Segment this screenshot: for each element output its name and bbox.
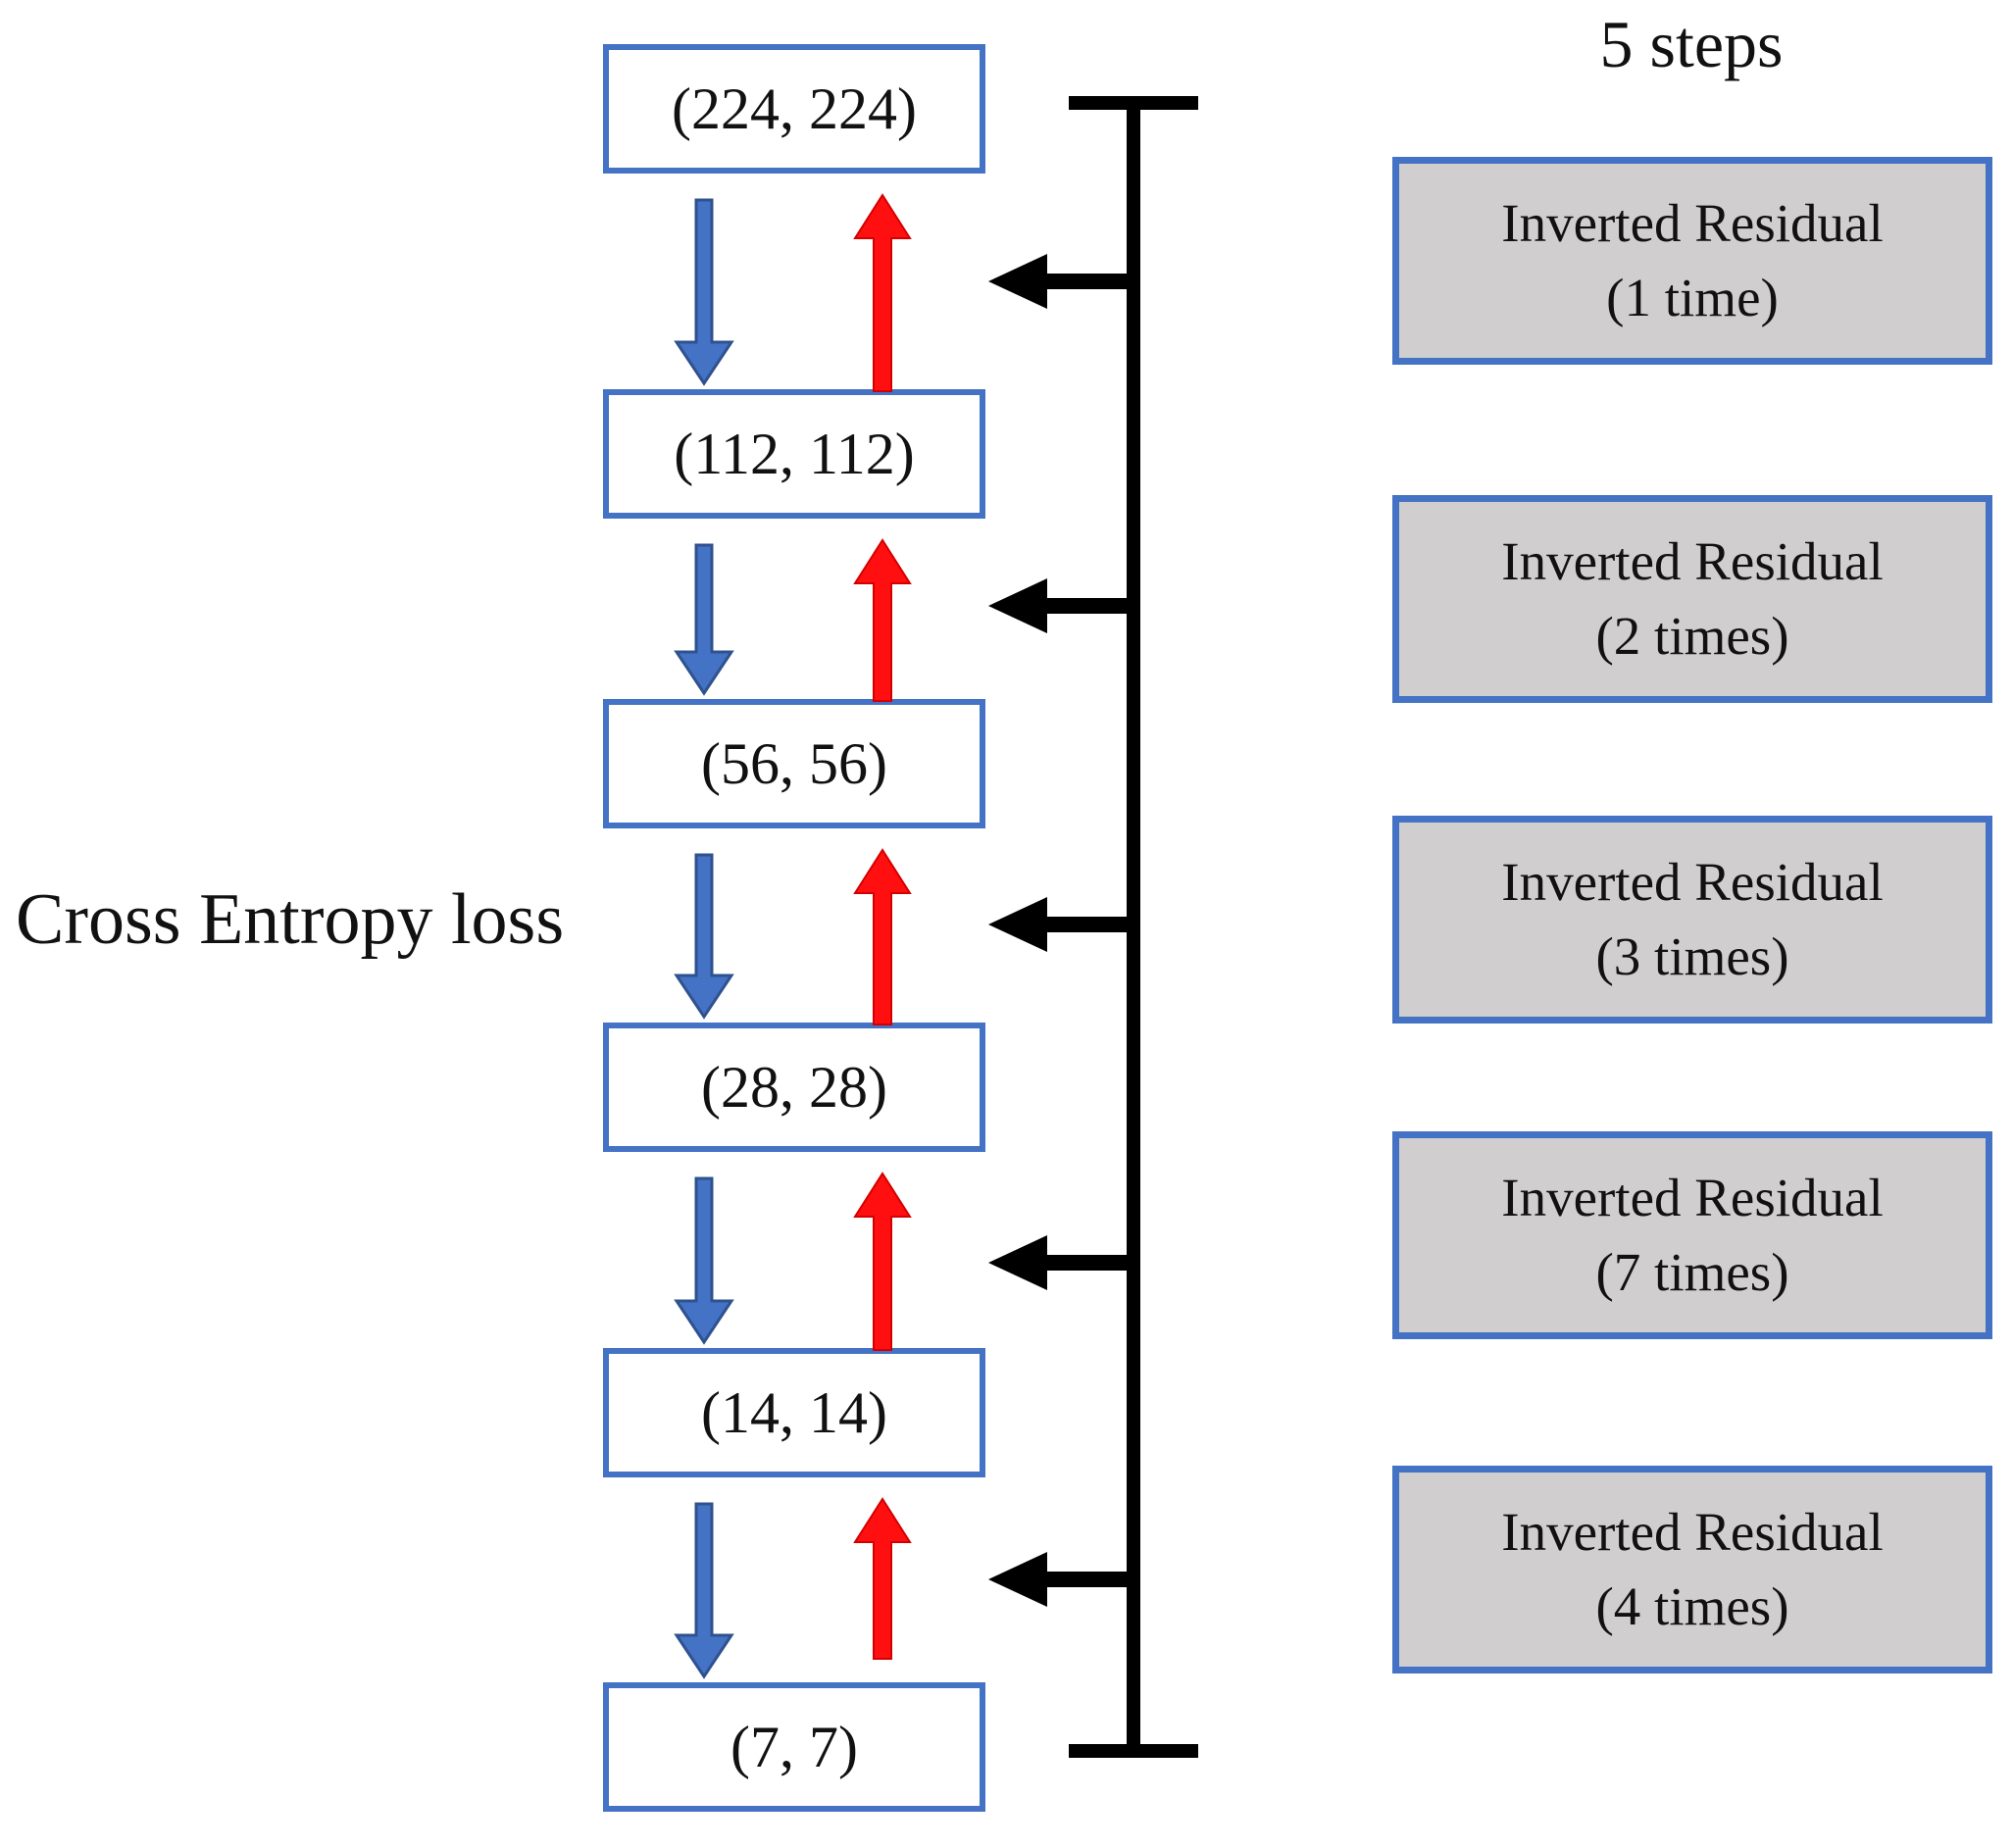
steps-count-label: 5 steps (1599, 7, 1784, 81)
up-arrow-3 (853, 848, 912, 1025)
feature-map-label: (14, 14) (701, 1380, 887, 1445)
down-arrow-1 (674, 198, 734, 386)
residual-title: Inverted Residual (1501, 193, 1884, 254)
feature-map-box-112x112: (112, 112) (603, 389, 985, 519)
up-arrow-1 (853, 193, 912, 392)
step-arrow-3 (988, 897, 1138, 952)
inverted-residual-box-3: Inverted Residual (3 times) (1392, 816, 1992, 1024)
residual-count: (4 times) (1595, 1576, 1789, 1636)
down-arrow-2 (674, 543, 734, 696)
down-arrow-4 (674, 1176, 734, 1345)
up-arrow-2 (853, 538, 912, 702)
cross-entropy-loss-label: Cross Entropy loss (16, 879, 565, 960)
residual-count: (1 time) (1606, 268, 1779, 327)
down-arrow-5 (674, 1502, 734, 1679)
inverted-residual-box-2: Inverted Residual (2 times) (1392, 495, 1992, 703)
residual-title: Inverted Residual (1501, 852, 1884, 913)
feature-map-label: (7, 7) (730, 1715, 858, 1779)
feature-map-label: (56, 56) (701, 731, 887, 796)
feature-map-label: (224, 224) (672, 76, 917, 141)
feature-map-box-7x7: (7, 7) (603, 1682, 985, 1812)
feature-map-label: (28, 28) (701, 1055, 887, 1120)
feature-map-box-56x56: (56, 56) (603, 699, 985, 828)
steps-bracket-line (1127, 103, 1140, 1751)
steps-bracket-bottom-cap (1069, 1744, 1198, 1758)
inverted-residual-box-5: Inverted Residual (4 times) (1392, 1466, 1992, 1673)
feature-map-box-224x224: (224, 224) (603, 44, 985, 174)
step-arrow-2 (988, 578, 1138, 633)
inverted-residual-box-4: Inverted Residual (7 times) (1392, 1131, 1992, 1339)
residual-count: (3 times) (1595, 926, 1789, 986)
up-arrow-5 (853, 1497, 912, 1660)
step-arrow-1 (988, 254, 1138, 309)
step-arrow-5 (988, 1552, 1138, 1607)
feature-map-box-14x14: (14, 14) (603, 1348, 985, 1477)
up-arrow-4 (853, 1172, 912, 1351)
residual-title: Inverted Residual (1501, 531, 1884, 592)
step-arrow-4 (988, 1235, 1138, 1290)
feature-map-label: (112, 112) (674, 422, 915, 486)
feature-map-box-28x28: (28, 28) (603, 1023, 985, 1152)
residual-count: (2 times) (1595, 606, 1789, 666)
down-arrow-3 (674, 853, 734, 1020)
residual-title: Inverted Residual (1501, 1168, 1884, 1228)
steps-bracket-top-cap (1069, 96, 1198, 110)
residual-title: Inverted Residual (1501, 1502, 1884, 1563)
residual-count: (7 times) (1595, 1242, 1789, 1302)
inverted-residual-box-1: Inverted Residual (1 time) (1392, 157, 1992, 365)
